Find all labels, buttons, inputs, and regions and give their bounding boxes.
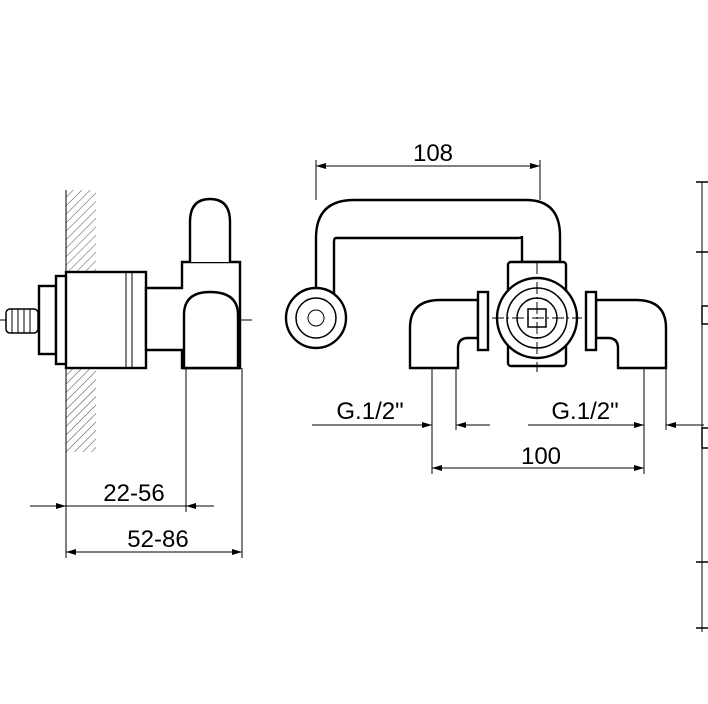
valve-cartridge xyxy=(37,284,58,356)
left-nut xyxy=(476,290,490,352)
dimension-108: 108 xyxy=(413,140,453,167)
left-inlet-arm xyxy=(408,298,480,370)
thread-label-right: G.1/2" xyxy=(551,398,618,425)
spout-top xyxy=(188,197,232,262)
stem-connector xyxy=(5,308,39,334)
spout-elbow xyxy=(182,290,240,370)
dimension-22-56: 22-56 xyxy=(103,480,164,507)
side-dimensions xyxy=(30,368,243,558)
valve-body xyxy=(64,270,148,370)
right-nut xyxy=(584,290,598,352)
dimension-100: 100 xyxy=(521,443,561,470)
right-inlet-arm xyxy=(594,298,668,370)
right-edge-view xyxy=(696,181,708,632)
thread-label-left: G.1/2" xyxy=(336,398,403,425)
dimension-52-86: 52-86 xyxy=(127,526,188,553)
side-view xyxy=(0,190,252,452)
front-view xyxy=(284,160,704,474)
